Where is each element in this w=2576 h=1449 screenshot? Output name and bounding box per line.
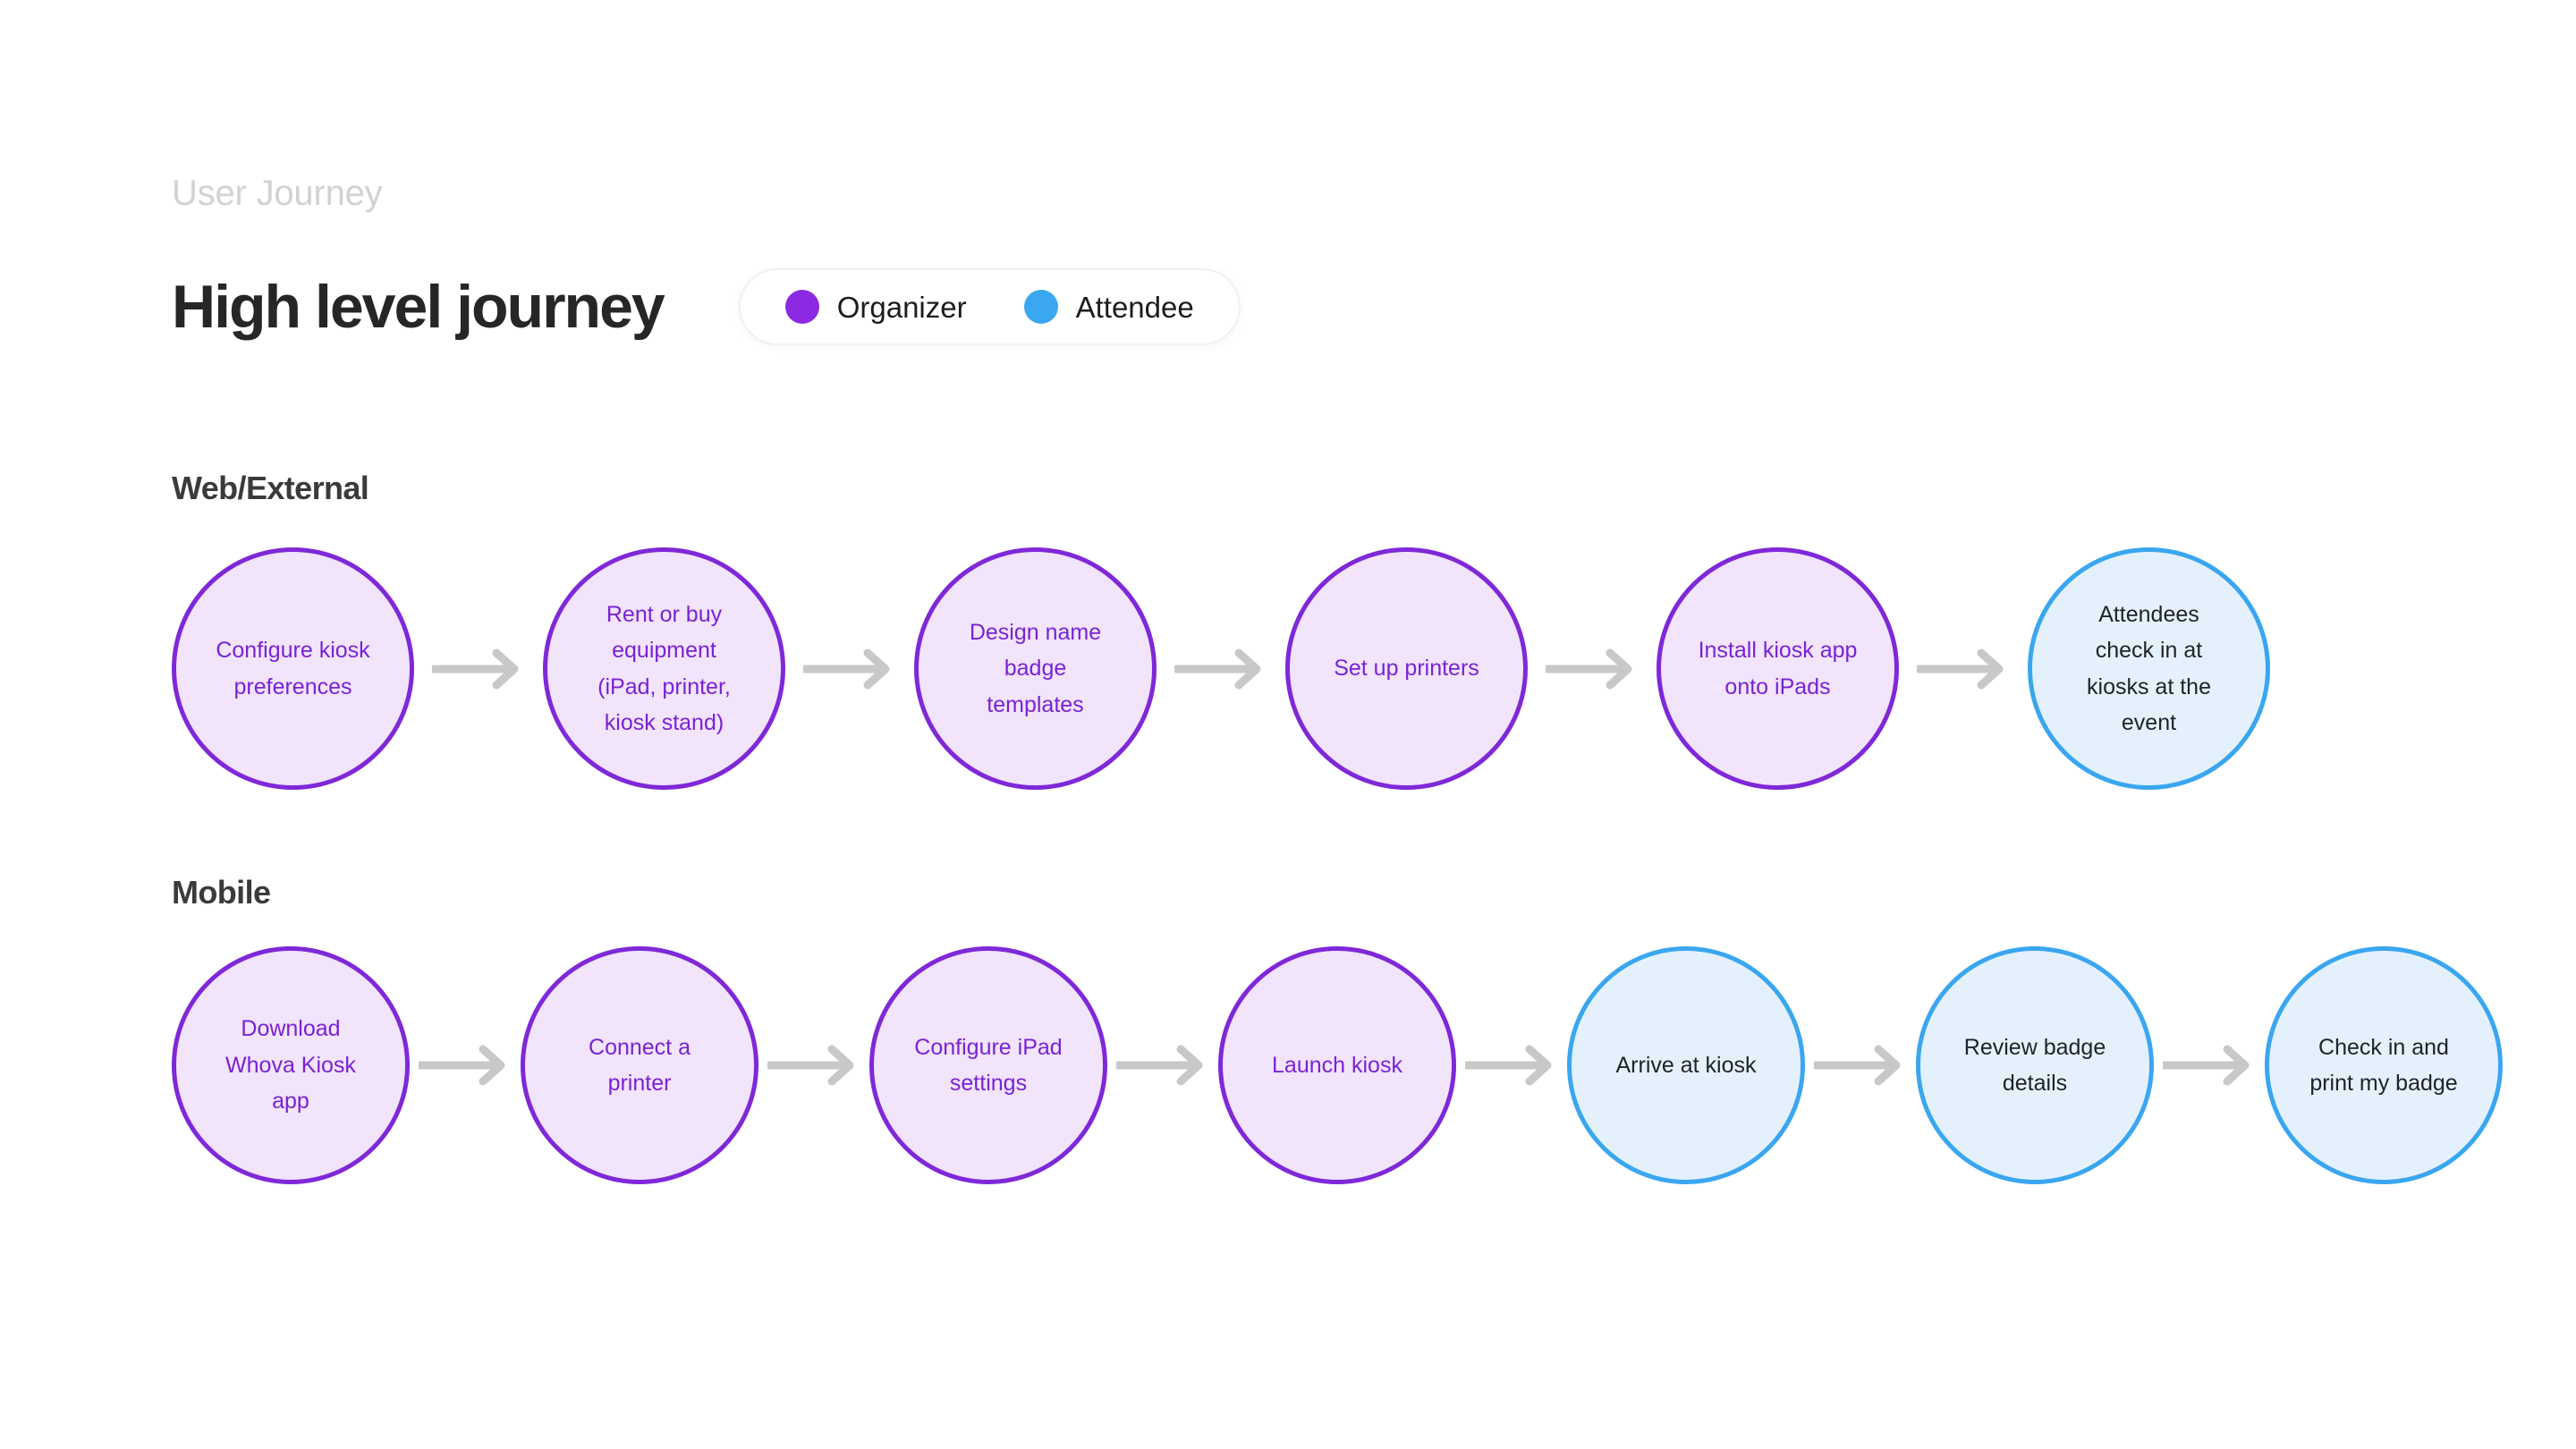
journey-node[interactable]: Connect a printer [521,946,758,1184]
journey-node-label: Check in and print my badge [2309,1034,2458,1097]
legend-item-attendee[interactable]: Attendee [1023,290,1194,324]
journey-node[interactable]: Download Whova Kiosk app [172,946,410,1184]
arrow-right-icon [1917,648,2010,690]
arrow-right-icon [432,648,525,690]
journey-node-label: Configure iPad settings [914,1034,1063,1097]
journey-node[interactable]: Design name badge templates [914,547,1157,790]
arrow-right-icon [803,648,896,690]
flow-row-web-external: Configure kiosk preferences Rent or buy e… [172,547,2270,790]
journey-node-label: Rent or buy equipment (iPad, printer, ki… [597,601,731,736]
journey-node[interactable]: Set up printers [1285,547,1528,790]
journey-node-label: Review badge details [1963,1034,2106,1097]
title-row: High level journey Organizer Attendee [172,268,1241,345]
journey-node[interactable]: Rent or buy equipment (iPad, printer, ki… [543,547,785,790]
section-heading-web-external: Web/External [172,470,369,506]
page-title: High level journey [172,273,665,341]
legend-dot-attendee-icon [1023,290,1058,324]
legend-item-organizer[interactable]: Organizer [784,290,967,324]
legend-label-attendee: Attendee [1075,290,1194,324]
journey-node-label: Configure kiosk preferences [216,638,370,699]
arrow-right-icon [1116,1045,1209,1086]
arrow-right-icon [1814,1045,1907,1086]
journey-node[interactable]: Install kiosk app onto iPads [1657,547,1899,790]
arrow-right-icon [1174,648,1267,690]
journey-node-label: Set up printers [1334,656,1479,682]
arrow-right-icon [1546,648,1639,690]
journey-node[interactable]: Review badge details [1916,946,2154,1184]
journey-node[interactable]: Configure iPad settings [869,946,1107,1184]
journey-node-label: Connect a printer [589,1034,691,1097]
journey-node[interactable]: Arrive at kiosk [1567,946,1805,1184]
journey-node[interactable]: Configure kiosk preferences [172,547,414,790]
journey-node-label: Install kiosk app onto iPads [1698,638,1858,699]
journey-node[interactable]: Check in and print my badge [2265,946,2503,1184]
arrow-right-icon [2163,1045,2256,1086]
journey-node-label: Attendees check in at kiosks at the even… [2087,601,2211,736]
legend-pill: Organizer Attendee [738,268,1241,345]
flow-row-mobile: Download Whova Kiosk app Connect a printe… [172,946,2503,1184]
journey-node[interactable]: Attendees check in at kiosks at the even… [2028,547,2270,790]
eyebrow-label: User Journey [172,174,383,213]
legend-dot-organizer-icon [784,290,819,324]
journey-node-label: Launch kiosk [1272,1052,1402,1078]
arrow-right-icon [767,1045,860,1086]
arrow-right-icon [1465,1045,1558,1086]
legend-label-organizer: Organizer [836,290,967,324]
journey-node-label: Arrive at kiosk [1615,1052,1757,1078]
journey-node-label: Download Whova Kiosk app [225,1016,356,1114]
section-heading-mobile: Mobile [172,874,271,911]
journey-node[interactable]: Launch kiosk [1218,946,1456,1184]
journey-node-label: Design name badge templates [969,619,1102,717]
arrow-right-icon [419,1045,512,1086]
